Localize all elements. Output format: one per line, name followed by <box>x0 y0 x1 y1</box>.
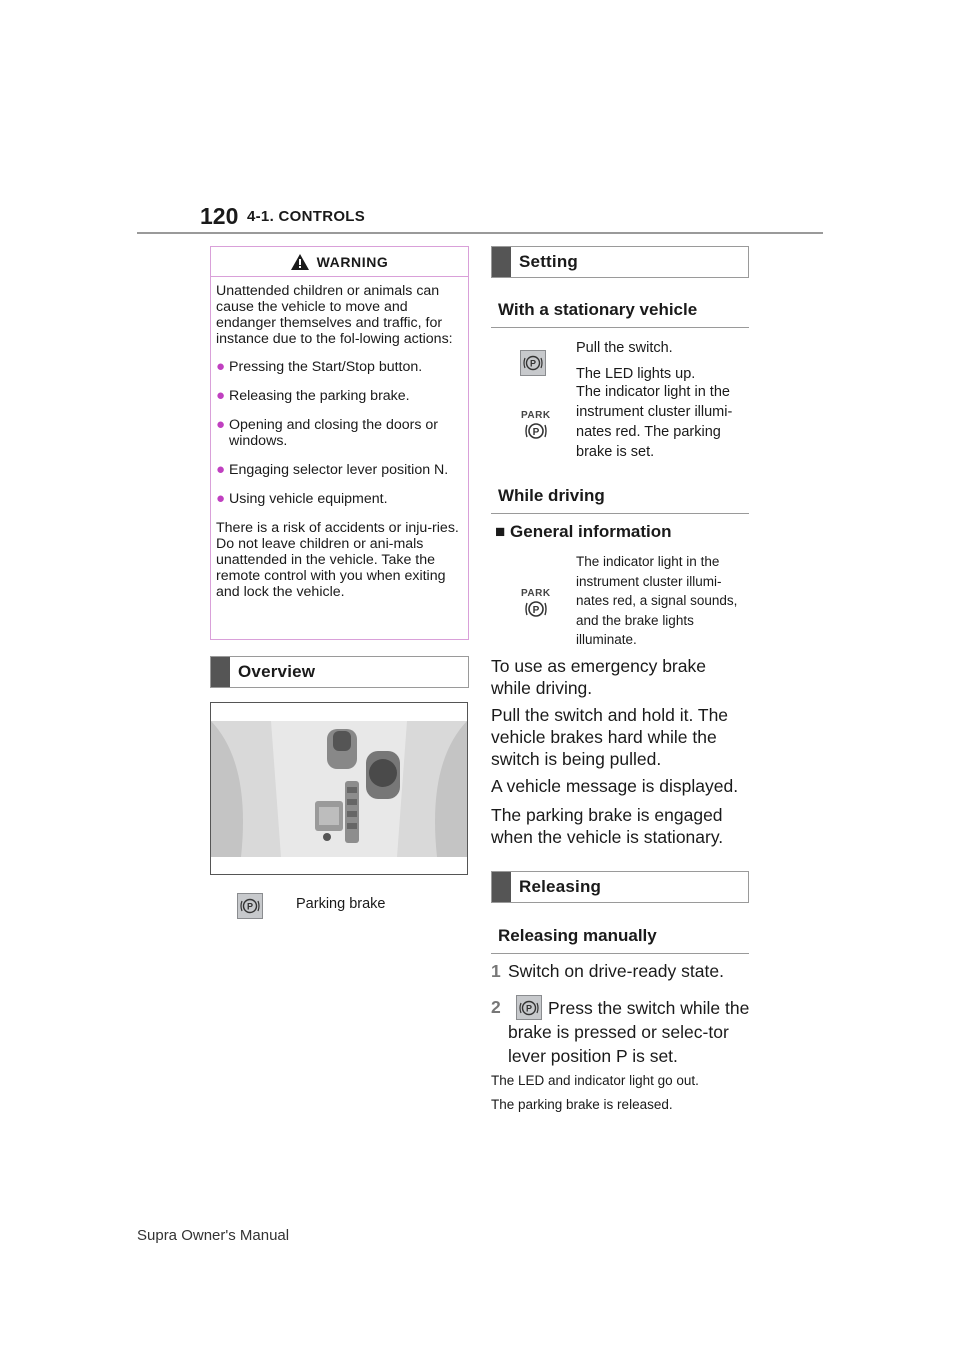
warning-bullet: ●Opening and closing the doors or window… <box>216 416 439 450</box>
bullet-dot-icon: ● <box>216 461 226 478</box>
indicator-text-stationary: The indicator light in the instrument cl… <box>576 384 733 460</box>
park-indicator-icon: PARK P <box>521 410 551 439</box>
svg-text:P: P <box>530 359 536 369</box>
general-information-heading: ■ General information <box>495 522 672 541</box>
led-out-note: The LED and indicator light go out. <box>491 1073 699 1088</box>
warning-title: WARNING <box>316 253 389 270</box>
pull-hold-text: Pull the switch and hold it. The vehicle… <box>491 705 729 769</box>
section-title: 4-1. CONTROLS <box>247 208 366 225</box>
warning-bullet: ●Using vehicle equipment. <box>216 490 388 508</box>
released-note: The parking brake is released. <box>491 1097 673 1112</box>
bullet-dot-icon: ● <box>216 416 226 433</box>
bullet-dot-icon: ● <box>216 358 226 375</box>
setting-section-bar: Setting <box>491 246 749 278</box>
square-bullet-icon: ■ <box>495 522 506 541</box>
parking-brake-icon: P <box>237 893 263 919</box>
svg-text:P: P <box>532 427 539 438</box>
while-driving-heading: While driving <box>498 486 605 505</box>
bullet-dot-icon: ● <box>216 490 226 507</box>
pull-switch-text: Pull the switch. <box>576 340 673 356</box>
warning-outro: There is a risk of accidents or inju-rie… <box>216 520 459 600</box>
parking-brake-label: Parking brake <box>296 896 386 912</box>
svg-text:P: P <box>526 1003 532 1013</box>
step-2-text: Press the switch while the brake is pres… <box>508 998 750 1066</box>
led-text: The LED lights up. <box>576 366 696 382</box>
setting-title: Setting <box>519 252 579 271</box>
emergency-brake-text: To use as emergency brake while driving. <box>491 656 706 698</box>
parking-brake-switch-icon: P <box>516 995 542 1020</box>
overview-title: Overview <box>238 662 316 681</box>
svg-text:P: P <box>247 902 253 912</box>
stationary-heading: With a stationary vehicle <box>498 300 698 319</box>
park-indicator-icon: PARK P <box>521 588 551 617</box>
warning-intro: Unattended children or animals can cause… <box>216 283 453 347</box>
overview-section-bar: Overview <box>210 656 469 688</box>
warning-box: WARNING Unattended children or animals c… <box>210 246 469 640</box>
warning-header: WARNING <box>211 247 468 277</box>
console-photo <box>210 702 468 875</box>
parking-brake-switch-icon: P <box>520 350 546 376</box>
warning-triangle-icon <box>290 253 309 270</box>
releasing-title: Releasing <box>519 877 602 896</box>
releasing-section-bar: Releasing <box>491 871 749 903</box>
step-2-number: 2 <box>491 997 501 1017</box>
bullet-dot-icon: ● <box>216 387 226 404</box>
warning-bullet: ●Releasing the parking brake. <box>216 387 410 405</box>
page-number: 120 <box>200 203 239 229</box>
indicator-text-driving: The indicator light in the instrument cl… <box>576 554 738 647</box>
releasing-manually-heading: Releasing manually <box>498 926 657 945</box>
svg-text:P: P <box>532 605 539 616</box>
vehicle-message-text: A vehicle message is displayed. <box>491 776 739 796</box>
engaged-stationary-text: The parking brake is engaged when the ve… <box>491 805 724 847</box>
warning-bullet: ●Engaging selector lever position N. <box>216 461 449 479</box>
warning-bullet: ●Pressing the Start/Stop button. <box>216 358 423 376</box>
footer-manual-title: Supra Owner's Manual <box>137 1227 290 1244</box>
center-console-image <box>211 703 467 874</box>
header-divider <box>137 232 823 234</box>
